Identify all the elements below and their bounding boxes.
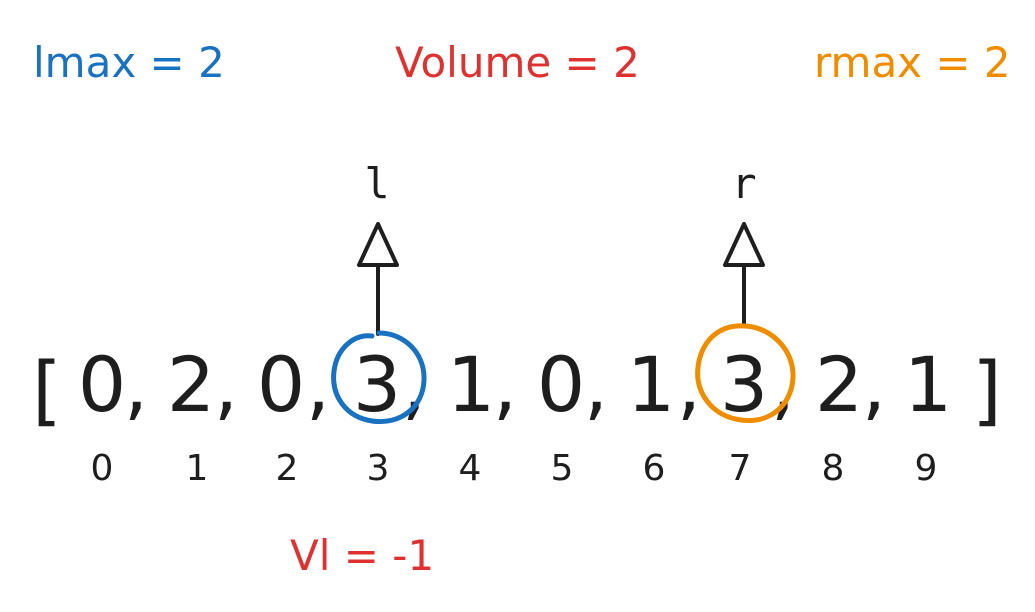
array-index: 6 — [643, 448, 666, 489]
array-comma: , — [124, 340, 148, 429]
array-index: 1 — [186, 448, 209, 489]
vl-label: Vl = -1 — [290, 531, 434, 580]
array-index: 8 — [822, 448, 845, 489]
array-value: 0 — [257, 340, 305, 429]
array-comma: , — [493, 340, 517, 429]
array-value: 1 — [904, 340, 952, 429]
array-value: 0 — [537, 340, 585, 429]
array-value: 2 — [815, 340, 863, 429]
array-index: 4 — [459, 448, 482, 489]
array-comma: , — [306, 340, 330, 429]
array-value: 2 — [167, 340, 215, 429]
array-comma: , — [214, 340, 238, 429]
volume-label: Volume = 2 — [395, 38, 640, 87]
array-close-bracket: ] — [972, 345, 1002, 434]
array-values: 0 2 0 3 1 0 1 3 2 1 — [78, 340, 952, 429]
array-value: 3 — [353, 340, 401, 429]
left-pointer-label: l — [364, 159, 389, 208]
array-open-bracket: [ — [32, 345, 62, 434]
array-index: 2 — [276, 448, 299, 489]
array-value: 1 — [447, 340, 495, 429]
array-comma: , — [584, 340, 608, 429]
array-index: 0 — [91, 448, 114, 489]
array-commas: , , , , , , , , , — [124, 340, 886, 429]
rmax-label: rmax = 2 — [814, 38, 1011, 87]
lmax-label: lmax = 2 — [33, 38, 225, 87]
array-index: 7 — [729, 448, 752, 489]
array-value: 0 — [78, 340, 126, 429]
array-value: 1 — [627, 340, 675, 429]
left-pointer-arrowhead — [357, 222, 399, 267]
array-index: 9 — [915, 448, 938, 489]
array-index: 3 — [367, 448, 390, 489]
right-pointer-label: r — [731, 159, 756, 208]
right-highlight-circle — [695, 323, 796, 424]
array-index: 5 — [551, 448, 574, 489]
array-comma: , — [862, 340, 886, 429]
array-indices: 0 1 2 3 4 5 6 7 8 9 — [91, 448, 938, 489]
right-pointer-arrowhead — [723, 222, 765, 267]
left-highlight-circle — [331, 330, 427, 425]
